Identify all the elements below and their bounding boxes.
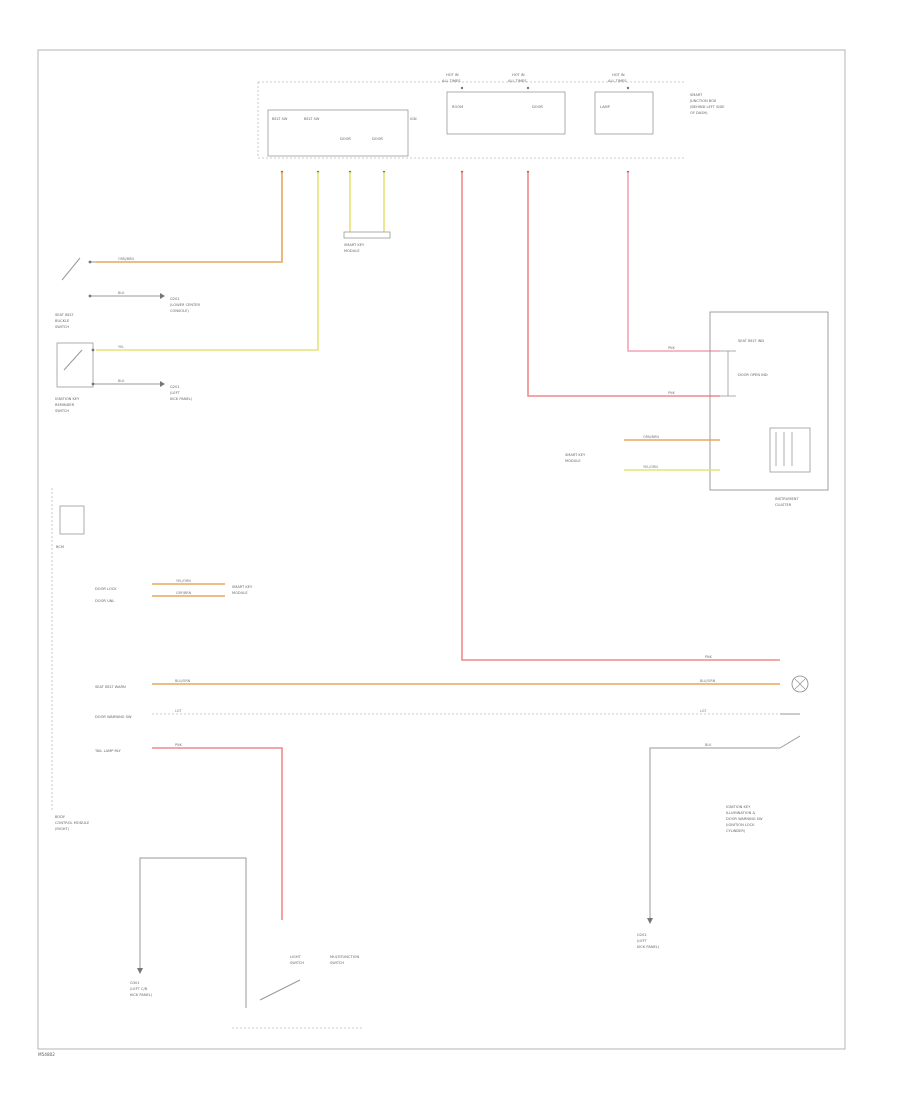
svg-text:SEAT BELT IND: SEAT BELT IND xyxy=(738,339,764,343)
svg-text:IGN: IGN xyxy=(410,117,417,121)
svg-text:DOOR: DOOR xyxy=(532,105,543,109)
svg-text:G201: G201 xyxy=(170,297,180,301)
svg-text:DOOR WARNING SW: DOOR WARNING SW xyxy=(95,715,132,719)
svg-text:BLK: BLK xyxy=(705,743,712,747)
svg-text:DOOR OPEN IND: DOOR OPEN IND xyxy=(738,373,768,377)
ignition-switch: BLK G201 (LEFT KICK PANEL) IGNITION KEY … xyxy=(55,342,193,413)
svg-text:SMART: SMART xyxy=(690,93,703,97)
wire-pink-cluster xyxy=(627,172,720,352)
svg-text:HOT IN: HOT IN xyxy=(612,73,625,77)
svg-text:SWITCH: SWITCH xyxy=(55,325,69,329)
svg-text:SEAT BELT: SEAT BELT xyxy=(55,313,74,317)
svg-text:SWITCH: SWITCH xyxy=(55,409,69,413)
svg-text:IGNITION KEY: IGNITION KEY xyxy=(55,397,80,401)
svg-text:CONSOLE): CONSOLE) xyxy=(170,309,189,313)
module-connectors xyxy=(280,170,630,174)
svg-text:SMART KEY: SMART KEY xyxy=(565,453,586,457)
svg-text:SWITCH: SWITCH xyxy=(330,961,344,965)
svg-text:SEAT BELT WARN: SEAT BELT WARN xyxy=(95,685,126,689)
svg-text:(LEFT C/B: (LEFT C/B xyxy=(130,987,148,991)
svg-text:YEL/ORN: YEL/ORN xyxy=(176,579,191,583)
wire-orange xyxy=(96,172,283,263)
svg-text:ORN/BRN: ORN/BRN xyxy=(118,257,134,261)
svg-text:BELT SW: BELT SW xyxy=(272,117,288,121)
svg-text:HOT IN: HOT IN xyxy=(512,73,525,77)
svg-text:ALL TIMES: ALL TIMES xyxy=(442,79,461,83)
svg-text:DOOR LOCK: DOOR LOCK xyxy=(95,587,117,591)
svg-text:SMART KEY: SMART KEY xyxy=(232,585,253,589)
wire-yellow-pair xyxy=(349,172,385,232)
footer-code: M54802 xyxy=(38,1052,55,1057)
svg-text:SMART KEY: SMART KEY xyxy=(344,243,365,247)
svg-text:(BEHIND LEFT SIDE: (BEHIND LEFT SIDE xyxy=(690,105,725,109)
svg-text:CYLINDER): CYLINDER) xyxy=(726,829,746,833)
instrument-cluster: SEAT BELT IND DOOR OPEN IND INSTRUMENT C… xyxy=(709,311,829,507)
wire-red-cluster xyxy=(527,172,720,397)
svg-text:KICK PANEL): KICK PANEL) xyxy=(170,397,193,401)
svg-text:LAMP: LAMP xyxy=(600,105,611,109)
svg-text:YEL/GRN: YEL/GRN xyxy=(643,465,658,469)
svg-text:KICK PANEL): KICK PANEL) xyxy=(130,993,153,997)
body-control-module: BCM DOOR LOCK DOOR UNL SEAT BELT WARN DO… xyxy=(51,488,132,831)
wire-tail-lamp xyxy=(152,747,283,920)
svg-text:DOOR UNL: DOOR UNL xyxy=(95,599,114,603)
svg-text:TAIL LAMP RLY: TAIL LAMP RLY xyxy=(94,749,122,753)
svg-text:BLU/ORN: BLU/ORN xyxy=(175,679,191,683)
svg-text:DOOR WARNING SW: DOOR WARNING SW xyxy=(726,817,763,821)
svg-text:REMINDER: REMINDER xyxy=(55,403,75,407)
svg-text:OF DASH): OF DASH) xyxy=(690,111,708,115)
svg-text:BCM: BCM xyxy=(56,545,64,549)
svg-text:CLUSTER: CLUSTER xyxy=(775,503,792,507)
svg-text:PNK: PNK xyxy=(668,346,676,350)
svg-text:PNK: PNK xyxy=(175,743,183,747)
svg-text:PNK: PNK xyxy=(668,391,676,395)
svg-text:YEL: YEL xyxy=(118,345,124,349)
svg-text:BELT SW: BELT SW xyxy=(304,117,320,121)
svg-text:ALL TIMES: ALL TIMES xyxy=(508,79,527,83)
svg-text:ROOM: ROOM xyxy=(452,105,463,109)
svg-text:KICK PANEL): KICK PANEL) xyxy=(637,945,660,949)
svg-text:ILLUMINATION &: ILLUMINATION & xyxy=(726,811,755,815)
svg-text:MODULE: MODULE xyxy=(232,591,248,595)
svg-text:MODULE: MODULE xyxy=(344,249,360,253)
svg-text:INSTRUMENT: INSTRUMENT xyxy=(775,497,799,501)
svg-text:G201: G201 xyxy=(170,385,180,389)
diagram-frame xyxy=(37,49,846,1050)
svg-text:MULTIFUNCTION: MULTIFUNCTION xyxy=(330,955,359,959)
svg-text:CONTROL MODULE: CONTROL MODULE xyxy=(55,821,90,825)
svg-text:DOOR: DOOR xyxy=(340,137,351,141)
top-module: HOT IN ALL TIMES HOT IN ALL TIMES HOT IN… xyxy=(257,73,725,159)
wire-red-main xyxy=(461,172,780,661)
door-warning-switch: BLK IGNITION KEY ILLUMINATION & DOOR WAR… xyxy=(637,675,809,949)
svg-text:G201: G201 xyxy=(637,933,647,937)
svg-text:LGT: LGT xyxy=(175,709,182,713)
svg-text:DOOR: DOOR xyxy=(372,137,383,141)
svg-text:(IGNITION LOCK: (IGNITION LOCK xyxy=(726,823,755,827)
svg-text:(LEFT: (LEFT xyxy=(637,939,648,943)
svg-text:LIGHT: LIGHT xyxy=(290,955,302,959)
svg-text:MODULE: MODULE xyxy=(565,459,581,463)
svg-text:BUCKLE: BUCKLE xyxy=(55,319,70,323)
svg-text:BLK: BLK xyxy=(118,379,125,383)
svg-text:BLU/ORN: BLU/ORN xyxy=(700,679,716,683)
svg-text:G301: G301 xyxy=(130,981,140,985)
svg-text:(RIGHT): (RIGHT) xyxy=(55,827,70,831)
svg-text:ALL TIMES: ALL TIMES xyxy=(608,79,627,83)
seat-belt-switch: BLK G201 (LOWER CENTER CONSOLE) SEAT BEL… xyxy=(55,257,201,329)
wire-yellow xyxy=(96,172,319,351)
svg-text:PNK: PNK xyxy=(705,655,713,659)
svg-text:ORN/BRN: ORN/BRN xyxy=(643,435,659,439)
svg-text:BLK: BLK xyxy=(118,291,125,295)
svg-text:SWITCH: SWITCH xyxy=(290,961,304,965)
svg-text:IGNITION KEY: IGNITION KEY xyxy=(726,805,751,809)
door-switch: G301 (LEFT C/B KICK PANEL) LIGHT SWITCH … xyxy=(130,857,364,1029)
svg-text:(LOWER CENTER: (LOWER CENTER xyxy=(170,303,201,307)
svg-text:BODY: BODY xyxy=(55,815,66,819)
svg-text:(LEFT: (LEFT xyxy=(170,391,181,395)
svg-text:GRY/BRN: GRY/BRN xyxy=(176,591,192,595)
svg-text:HOT IN: HOT IN xyxy=(446,73,459,77)
svg-text:JUNCTION BOX: JUNCTION BOX xyxy=(689,99,717,103)
svg-text:LGT: LGT xyxy=(700,709,707,713)
